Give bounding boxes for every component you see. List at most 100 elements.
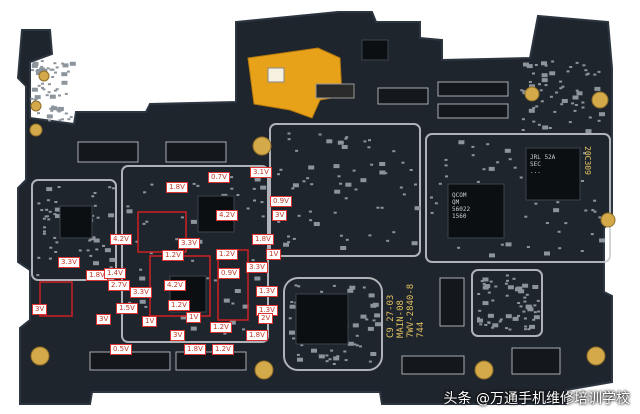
smd-component (392, 150, 396, 153)
smd-component (64, 92, 68, 95)
smd-component (532, 72, 535, 75)
smd-component (111, 187, 115, 190)
smd-component (521, 129, 525, 131)
smd-component (556, 201, 560, 204)
smd-component (306, 177, 310, 180)
smd-component (476, 180, 480, 183)
smd-component (524, 215, 528, 218)
smd-component (409, 169, 413, 171)
smd-component (487, 291, 491, 294)
connector (165, 141, 227, 163)
smd-component (544, 64, 548, 67)
smd-component (544, 84, 548, 87)
smd-component (43, 226, 46, 229)
smd-component (69, 116, 73, 119)
smd-component (524, 328, 527, 331)
smd-component (49, 246, 53, 249)
smd-component (512, 277, 516, 280)
smd-component (340, 246, 347, 250)
smd-component (482, 301, 489, 306)
smd-component (91, 195, 95, 198)
smd-component (34, 95, 41, 100)
voltage-label: 1.2V (212, 344, 234, 355)
connector (77, 141, 139, 163)
smd-component (61, 62, 65, 65)
smd-component (54, 207, 61, 212)
smd-component (492, 323, 499, 328)
smd-component (482, 168, 486, 171)
smd-component (532, 120, 536, 123)
smd-component (445, 175, 448, 178)
smd-component (368, 360, 372, 363)
smd-component (51, 68, 55, 71)
smd-component (523, 300, 527, 303)
smd-component (360, 314, 367, 319)
smd-component (34, 97, 38, 100)
smd-component (484, 324, 488, 326)
smd-component (368, 234, 372, 237)
smd-component (149, 252, 153, 255)
smd-component (40, 209, 44, 212)
smd-component (46, 67, 50, 70)
smd-component (355, 344, 359, 347)
smd-component (254, 276, 261, 281)
smd-component (213, 279, 217, 282)
smd-component (336, 355, 340, 358)
voltage-label: 1.4V (104, 268, 126, 279)
smd-component (292, 337, 296, 340)
smd-component (553, 208, 560, 213)
highlight (39, 281, 73, 317)
smd-component (325, 354, 329, 357)
smd-component (58, 94, 61, 97)
smd-component (368, 139, 371, 142)
smd-component (41, 86, 44, 89)
smd-component (519, 176, 523, 179)
smd-component (549, 71, 556, 76)
smd-component (370, 303, 377, 308)
smd-component (581, 180, 584, 182)
voltage-label: 1.2V (216, 249, 238, 260)
smd-component (574, 104, 578, 106)
smd-component (253, 199, 256, 202)
smd-component (526, 64, 533, 69)
smd-component (375, 322, 381, 327)
smd-component (581, 101, 585, 104)
smd-component (586, 72, 590, 75)
smd-component (229, 320, 236, 325)
smd-component (88, 239, 92, 242)
screw-pad (600, 212, 616, 228)
smd-component (507, 285, 514, 290)
smd-component (289, 330, 295, 335)
smd-component (328, 358, 332, 361)
smd-component (251, 259, 255, 262)
smd-component (541, 73, 548, 78)
voltage-label: 1.2V (210, 322, 232, 333)
smd-component (332, 284, 336, 287)
camera-led (267, 67, 285, 83)
smd-component (31, 63, 38, 68)
smd-component (330, 349, 334, 352)
smd-component (42, 217, 46, 220)
smd-component (287, 138, 291, 141)
smd-component (374, 313, 381, 318)
smd-component (518, 289, 525, 294)
smd-component (583, 152, 586, 155)
smd-component (35, 71, 42, 75)
smd-component (367, 326, 374, 331)
smd-component (287, 241, 291, 244)
smd-component (279, 168, 283, 171)
voltage-label: 1.5V (116, 303, 138, 314)
smd-component (192, 182, 196, 185)
smd-component (359, 345, 362, 348)
smd-component (458, 140, 465, 145)
smd-component (139, 268, 143, 271)
voltage-label: 4.2V (110, 234, 132, 245)
smd-component (333, 211, 337, 214)
smd-component (43, 230, 46, 233)
smd-component (46, 114, 53, 119)
smd-component (534, 64, 538, 66)
voltage-label: 0.9V (218, 268, 240, 279)
smd-component (532, 318, 536, 321)
smd-component (379, 170, 386, 175)
